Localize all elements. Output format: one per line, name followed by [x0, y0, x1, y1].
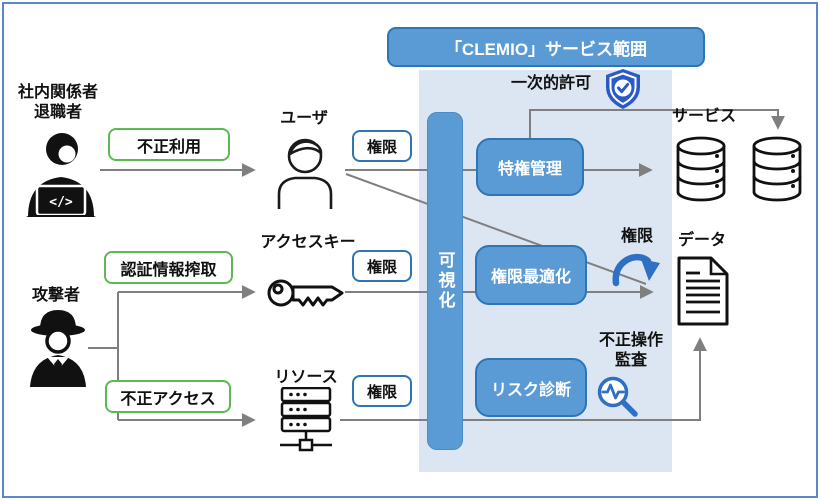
service-scope-title: 「CLEMIO」サービス範囲 — [387, 27, 705, 67]
service-label: サービス — [671, 108, 736, 125]
line-user-to-data-diagonal — [345, 173, 647, 285]
threat-misuse-box: 不正利用 — [108, 128, 230, 161]
data-label: データ — [677, 232, 726, 249]
insider-label: 社内関係者 退職者 — [8, 83, 108, 122]
permission-optimization-box: 権限最適化 — [475, 245, 587, 305]
user-label: ユーザ — [280, 110, 328, 127]
insider-laptop-icon: </> — [26, 133, 96, 217]
audit-label-line2: 監査 — [614, 351, 647, 369]
audit-label: 不正操作 監査 — [590, 331, 672, 370]
insider-label-line2: 退職者 — [33, 103, 82, 121]
permission-transfer-label: 権限 — [620, 228, 653, 245]
shield-check-icon — [606, 69, 640, 109]
resource-server-icon — [280, 387, 332, 452]
attacker-label: 攻撃者 — [31, 287, 80, 304]
user-icon — [277, 138, 333, 209]
audit-label-line1: 不正操作 — [598, 332, 663, 349]
threat-credential-theft-box: 認証情報搾取 — [104, 251, 233, 284]
permission-box-resource: 権限 — [352, 375, 412, 407]
threat-unauthorized-access-box: 不正アクセス — [105, 380, 231, 413]
attacker-icon — [30, 310, 86, 387]
resource-label: リソース — [274, 369, 338, 386]
permission-box-key: 権限 — [352, 250, 412, 282]
privilege-management-box: 特権管理 — [476, 138, 584, 196]
insider-label-line1: 社内関係者 — [17, 84, 98, 101]
svg-text:</>: </> — [49, 195, 73, 210]
permission-transfer-arrow-icon — [612, 253, 660, 287]
visualization-label: 可視化 — [435, 251, 455, 311]
access-key-label: アクセスキー — [260, 234, 356, 251]
audit-magnifier-icon — [597, 376, 638, 417]
risk-diagnosis-box: リスク診断 — [475, 358, 587, 417]
arrow-privilege-to-service2 — [529, 109, 785, 138]
service-database-icon-2 — [752, 136, 802, 202]
service-database-icon-1 — [676, 136, 726, 202]
access-key-icon — [267, 279, 344, 307]
visualization-bar: 可視化 — [427, 112, 463, 450]
permission-box-user: 権限 — [352, 130, 412, 162]
data-document-icon — [677, 256, 729, 326]
temporary-permission-label: 一次的許可 — [510, 75, 591, 92]
